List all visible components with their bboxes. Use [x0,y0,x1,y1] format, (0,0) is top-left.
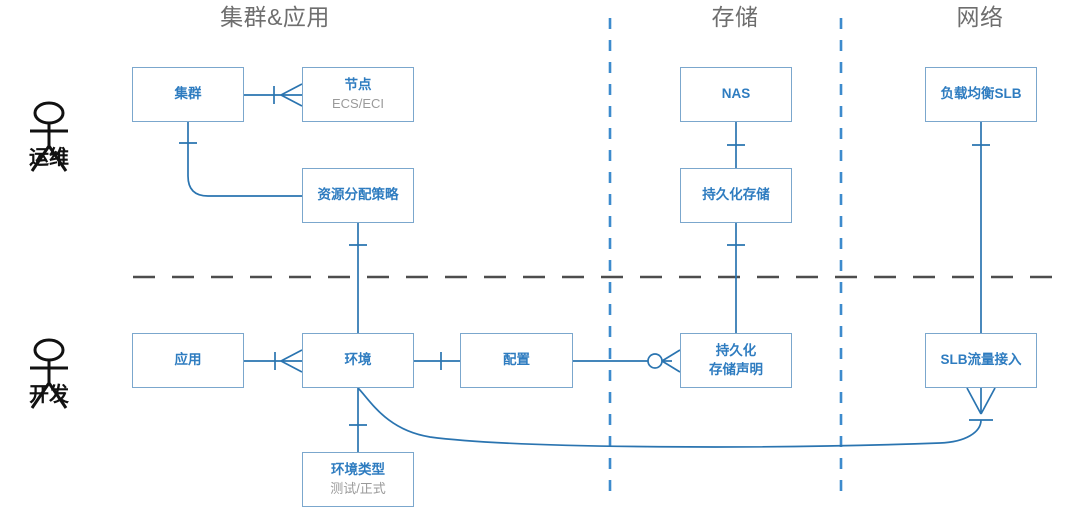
entity-nas-title: NAS [721,86,751,102]
stick-figure-icon [30,338,68,409]
entity-resource-policy-title: 资源分配策略 [317,187,399,203]
entity-slb-title: 负载均衡SLB [940,86,1022,102]
entity-node[interactable]: 节点 ECS/ECI [302,67,414,122]
entity-persistent-storage-title: 持久化存储 [702,187,770,203]
lane-title-cluster-app: 集群&应用 [220,4,330,30]
connector-environment-env-type [349,388,367,452]
entity-slb[interactable]: 负载均衡SLB [925,67,1037,122]
entity-cluster-title: 集群 [174,86,202,102]
connector-config-pvc [573,349,681,373]
entity-environment[interactable]: 环境 [302,333,414,388]
entity-nas[interactable]: NAS [680,67,792,122]
lane-title-network: 网络 [956,4,1004,30]
actor-dev-label: 开发 [29,384,69,406]
entity-pvc-title: 持久化存储声明 [709,343,763,377]
entity-pvc[interactable]: 持久化存储声明 [680,333,792,388]
connector-persistent-storage-pvc [727,222,745,333]
entity-application[interactable]: 应用 [132,333,244,388]
lane-title-storage: 存储 [711,4,759,30]
connector-environment-config [414,352,460,370]
entity-config[interactable]: 配置 [460,333,573,388]
entity-persistent-storage[interactable]: 持久化存储 [680,168,792,223]
entity-slb-ingress-title: SLB流量接入 [940,352,1022,368]
actor-dev: 开发 [14,333,84,429]
connector-cluster-node [244,83,303,107]
actor-ops: 运维 [14,96,84,192]
connector-resource-policy-environment [349,222,367,333]
connector-slb-slb-ingress [972,122,990,333]
entity-slb-ingress[interactable]: SLB流量接入 [925,333,1037,388]
entity-config-title: 配置 [503,352,530,368]
connector-environment-slb-ingress [357,387,996,448]
actor-ops-label: 运维 [29,147,69,169]
entity-cluster[interactable]: 集群 [132,67,244,122]
connector-cluster-resource-policy [179,122,302,197]
entity-env-type[interactable]: 环境类型 测试/正式 [302,452,414,507]
entity-application-title: 应用 [174,352,202,368]
entity-node-subtitle: ECS/ECI [331,96,384,112]
stick-figure-icon [30,101,68,172]
connector-nas-persistent-storage [727,122,745,168]
entity-node-title: 节点 [344,77,372,93]
connector-application-environment [244,349,303,373]
entity-env-type-subtitle: 测试/正式 [330,481,386,497]
entity-resource-policy[interactable]: 资源分配策略 [302,168,414,223]
entity-environment-title: 环境 [344,352,372,368]
entity-env-type-title: 环境类型 [331,462,385,478]
